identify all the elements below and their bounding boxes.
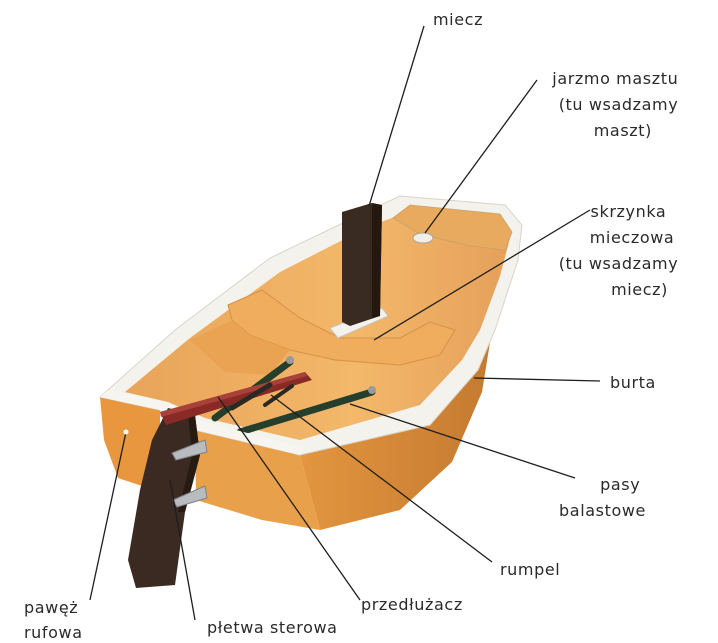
stern-rim	[100, 390, 304, 455]
strap-screw	[368, 386, 376, 394]
label-jarzmo-masztu: jarzmo masztu (tu wsadzamy maszt)	[551, 69, 684, 140]
label-rumpel: rumpel	[500, 560, 560, 579]
leader-skrzynka	[373, 209, 591, 341]
tiller-extension	[229, 382, 273, 411]
hull-side	[300, 330, 492, 530]
rear-bench	[190, 320, 290, 375]
mast-step	[412, 232, 434, 244]
label-pletwa-sterowa: płetwa sterowa	[207, 618, 338, 637]
leader-pawez-dot	[123, 429, 129, 435]
label-miecz: miecz	[433, 10, 483, 29]
transom	[100, 397, 160, 492]
strap-screw	[286, 356, 294, 364]
daggerboard-edge	[372, 203, 382, 318]
label-przedluzacz: przedłużacz	[361, 595, 463, 614]
leader-miecz	[368, 25, 425, 207]
label-burta: burta	[610, 373, 656, 392]
rudder-edge	[178, 414, 200, 512]
tiller-extension-joint	[263, 384, 294, 407]
leader-pawez	[89, 431, 127, 601]
rudder-gudgeon-lower	[172, 485, 208, 508]
cockpit-interior	[125, 212, 510, 440]
labels: miecz jarzmo masztu (tu wsadzamy maszt) …	[24, 10, 684, 642]
stern-side	[195, 430, 320, 530]
hiking-strap-1	[236, 388, 376, 436]
leader-rumpel	[270, 394, 493, 563]
leader-lines	[89, 25, 601, 621]
leader-pletwa	[169, 479, 196, 621]
leader-burta	[473, 377, 601, 382]
rudder-gudgeon-upper	[171, 439, 208, 461]
leader-pasy	[349, 403, 576, 479]
label-pawez-rufowa: pawęż rufowa	[24, 598, 84, 642]
leader-przedluzacz	[217, 396, 361, 601]
leader-jarzmo	[424, 79, 538, 234]
label-pasy-balastowe: pasy balastowe	[559, 475, 646, 520]
boat-illustration	[98, 195, 523, 588]
label-skrzynka-mieczowa: skrzynka mieczowa (tu wsadzamy miecz)	[559, 202, 684, 299]
